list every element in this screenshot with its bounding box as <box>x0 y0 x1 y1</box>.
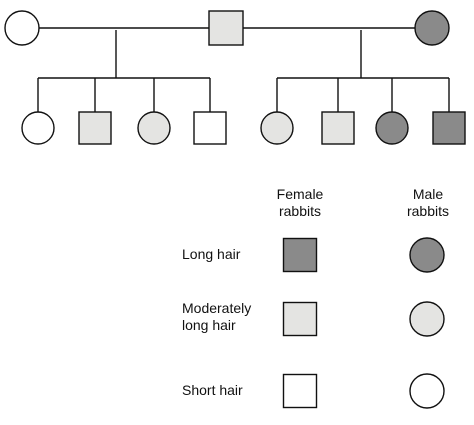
offspring-left-1-circle <box>21 111 55 145</box>
legend-header-female-line2: rabbits <box>278 203 322 219</box>
legend-symbols <box>282 237 445 409</box>
legend-header-male-line1: Male <box>412 186 444 202</box>
legend-label-short-hair: Short hair <box>182 382 243 399</box>
legend-label-moderately-long-hair: Moderately long hair <box>182 300 251 334</box>
legend-header-male-line2: rabbits <box>406 203 450 219</box>
legend-header-female-line1: Female <box>276 186 324 202</box>
legend-label-moderate-line1: Moderately <box>182 300 252 316</box>
offspring-left-3-circle <box>137 111 171 145</box>
pedigree-lines <box>37 27 450 112</box>
legend-label-short-hair-line1: Short hair <box>182 382 243 398</box>
pedigree-symbols <box>4 10 466 145</box>
legend-female-short-hair-square <box>282 373 318 409</box>
legend-label-long-hair: Long hair <box>182 246 240 263</box>
offspring-right-3-circle <box>375 111 409 145</box>
legend-female-long-hair-square <box>282 237 318 273</box>
legend-label-long-hair-line1: Long hair <box>182 246 241 262</box>
parent-left-circle <box>4 10 40 46</box>
legend-header-female: Female rabbits <box>268 186 332 220</box>
parent-center-square <box>208 10 244 46</box>
offspring-right-4-square <box>432 111 466 145</box>
legend-label-moderate-line2: long hair <box>182 317 236 333</box>
legend-female-moderately-long-hair-square <box>282 301 318 337</box>
offspring-left-4-square <box>193 111 227 145</box>
legend-male-long-hair-circle <box>409 237 445 273</box>
parent-right-circle <box>414 10 450 46</box>
offspring-right-1-circle <box>260 111 294 145</box>
offspring-right-2-square <box>321 111 355 145</box>
legend-header-male: Male rabbits <box>396 186 460 220</box>
legend-male-moderately-long-hair-circle <box>409 301 445 337</box>
offspring-left-2-square <box>78 111 112 145</box>
legend-male-short-hair-circle <box>409 373 445 409</box>
